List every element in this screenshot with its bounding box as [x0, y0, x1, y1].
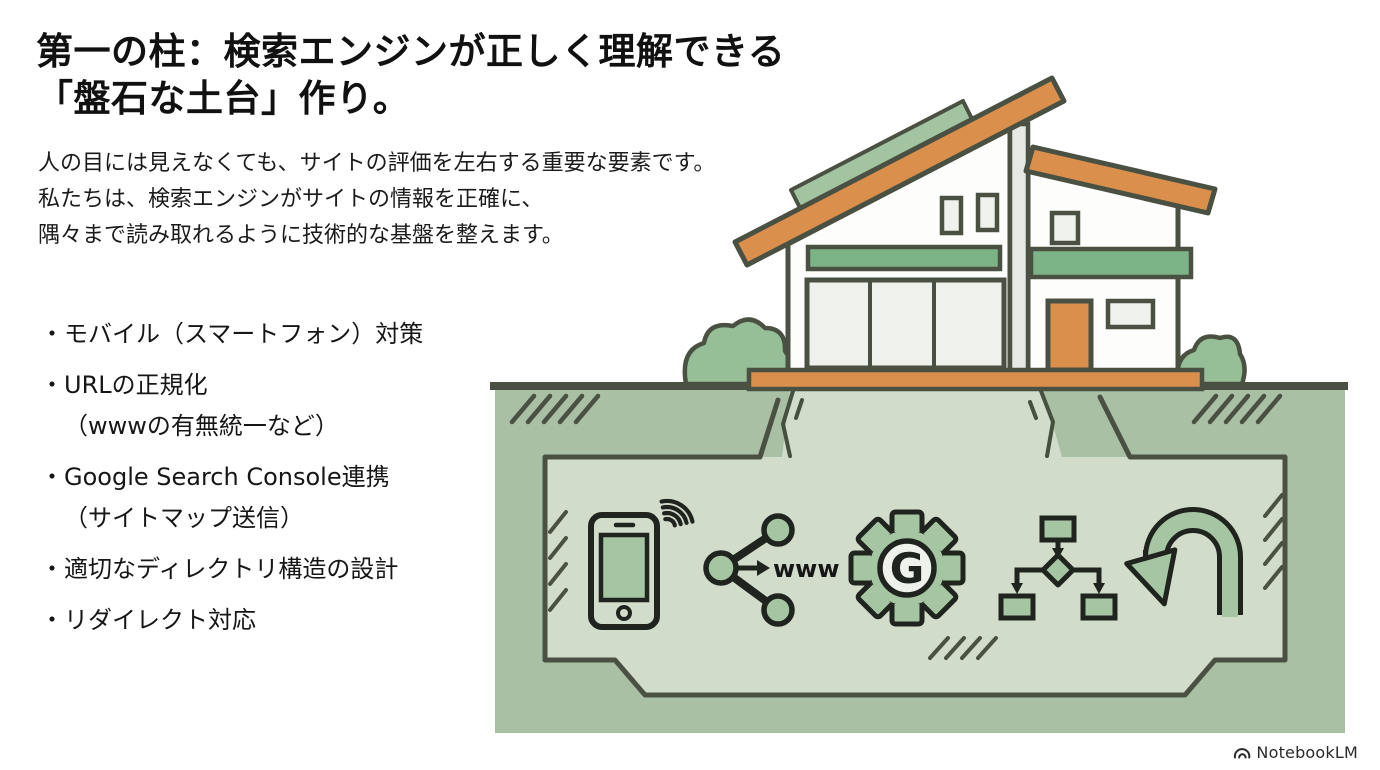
- door: [1045, 298, 1094, 373]
- bullet-subtext: （wwwの有無統一など）: [64, 412, 339, 440]
- paragraph-line: 私たちは、検索エンジンがサイトの情報を正確に、: [38, 187, 544, 212]
- list-item: ・モバイル（スマートフォン）対策: [40, 314, 423, 355]
- bullet-text: ・Google Search Console連携: [40, 463, 390, 491]
- window: [1049, 210, 1081, 246]
- foundation-crack: [780, 389, 1056, 458]
- window: [975, 192, 1000, 233]
- bullet-text: ・モバイル（スマートフォン）対策: [40, 320, 424, 348]
- list-item: ・適切なディレクトリ構造の設計: [40, 549, 423, 590]
- paragraph-line: 人の目には見えなくても、サイトの評価を左右する重要な要素です。: [38, 151, 716, 176]
- green-band: [805, 244, 1003, 272]
- roof-beam-left: [732, 75, 1067, 268]
- intro-paragraph: 人の目には見えなくても、サイトの評価を左右する重要な要素です。 私たちは、検索エ…: [38, 146, 715, 254]
- roof-beam-right: [1023, 144, 1218, 216]
- list-item: ・Google Search Console連携 （サイトマップ送信）: [40, 457, 423, 539]
- www-label: www: [773, 555, 840, 583]
- page-title: 第一の柱：検索エンジンが正しく理解できる 「盤石な土台」作り。: [36, 28, 785, 122]
- notebooklm-logo-icon: [1234, 747, 1251, 758]
- list-item: ・URLの正規化 （wwwの有無統一など）: [40, 365, 423, 447]
- title-line-2: 「盤石な土台」作り。: [36, 77, 411, 120]
- house-foundation-illustration: www G: [490, 75, 1348, 733]
- footer-brand: NotebookLM: [1233, 743, 1358, 762]
- center-column: [1007, 121, 1031, 388]
- gear-letter: G: [890, 544, 924, 593]
- base-beam: [746, 367, 1205, 392]
- smartphone-wifi-icon: [588, 498, 695, 630]
- title-line-1: 第一の柱：検索エンジンが正しく理解できる: [36, 30, 786, 73]
- list-item: ・リダイレクト対応: [40, 600, 423, 641]
- sitemap-icon: [998, 515, 1118, 621]
- hatch-marks: [548, 493, 1284, 660]
- window: [939, 195, 964, 236]
- bullet-text: ・適切なディレクトリ構造の設計: [40, 555, 399, 583]
- window: [1105, 298, 1156, 330]
- bullet-text: ・リダイレクト対応: [40, 606, 256, 634]
- green-band: [1028, 246, 1194, 280]
- uturn-arrow-icon: [1124, 507, 1243, 617]
- paragraph-line: 隅々まで読み取れるように技術的な基盤を整えます。: [38, 223, 564, 248]
- house: [732, 75, 1218, 392]
- bullet-text: ・URLの正規化: [40, 371, 208, 399]
- share-www-icon: www: [703, 513, 840, 627]
- large-window: [804, 277, 1007, 371]
- hatch-marks: [509, 393, 1283, 425]
- brand-name: NotebookLM: [1256, 743, 1358, 762]
- bullet-list: ・モバイル（スマートフォン）対策 ・URLの正規化 （wwwの有無統一など） ・…: [40, 314, 423, 651]
- gear-g-icon: G: [848, 509, 966, 627]
- bullet-subtext: （サイトマップ送信）: [64, 504, 304, 532]
